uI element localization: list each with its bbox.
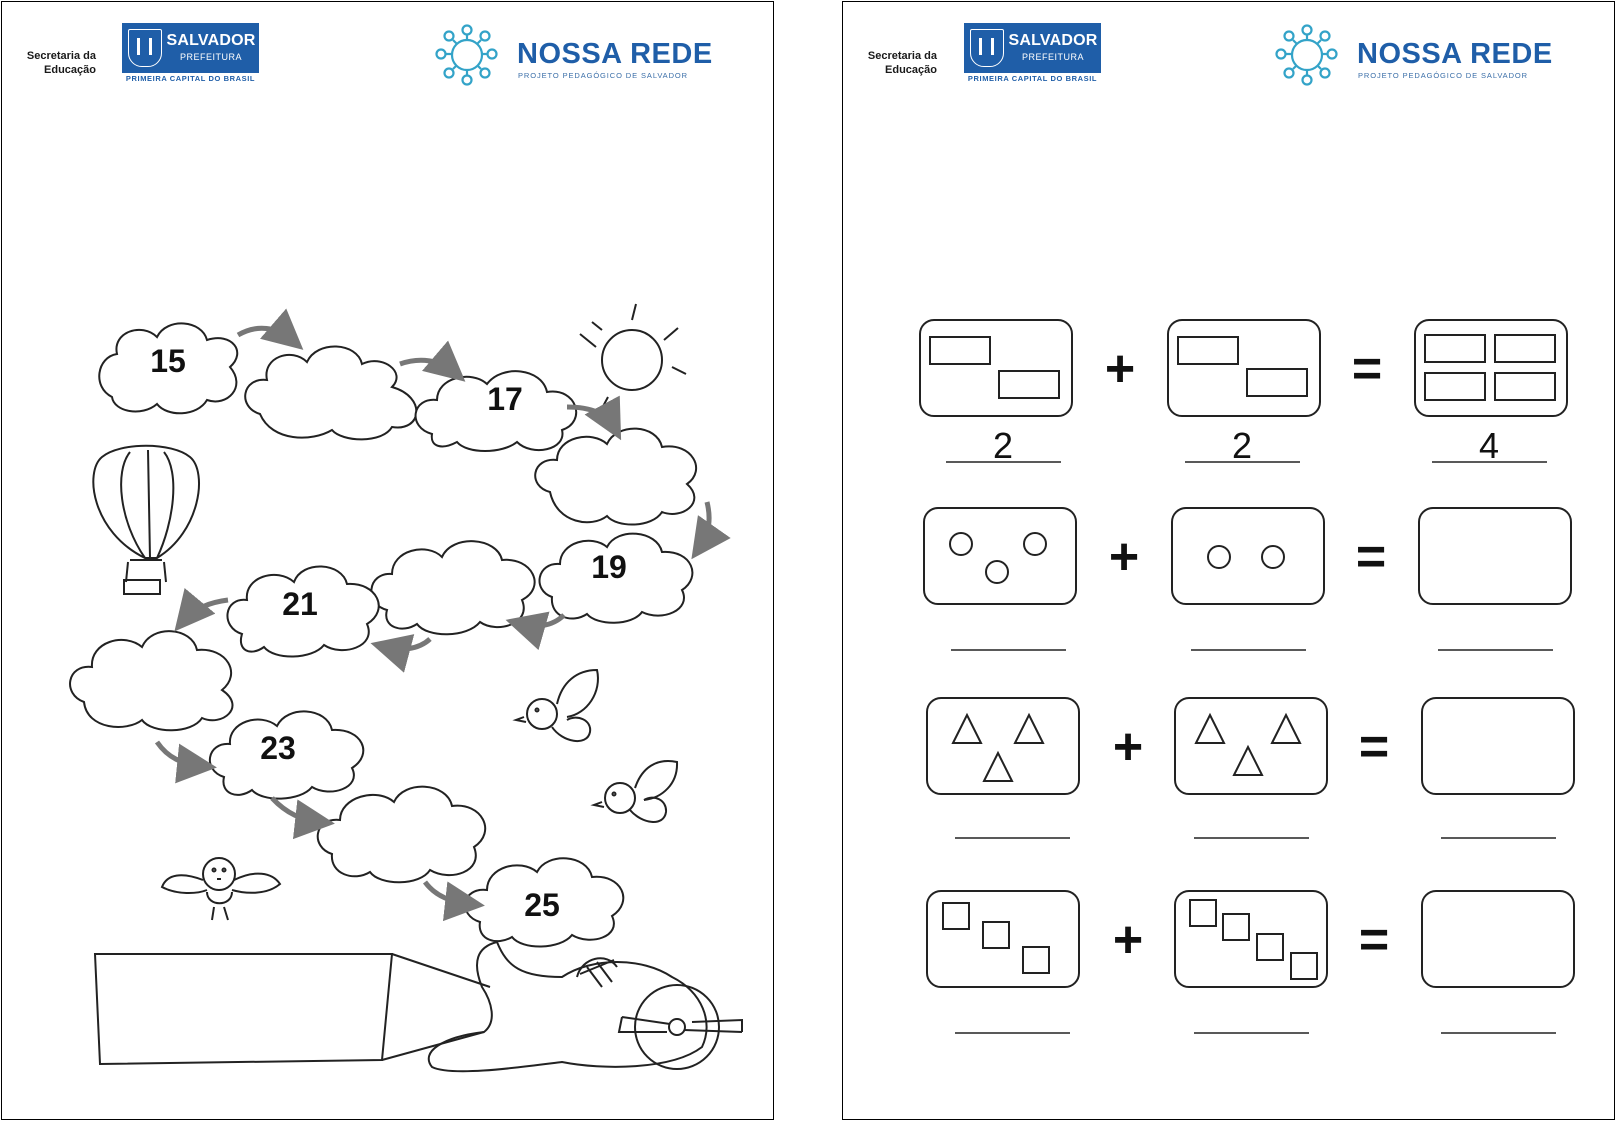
cloud-sequence-illustration: 15 17 19 21 23 25 [2, 2, 775, 1121]
plus-operator: + [1113, 911, 1143, 969]
row4-right-box [1175, 891, 1327, 987]
row4-result-box[interactable] [1422, 891, 1574, 987]
sun-icon [580, 304, 686, 412]
equals-operator: = [1359, 718, 1389, 776]
square-shape-icon [1257, 934, 1283, 960]
rectangle-shape-icon [1178, 337, 1238, 364]
circle-shape-icon [950, 533, 972, 555]
row3-result-box[interactable] [1422, 698, 1574, 794]
equals-operator: = [1359, 911, 1389, 969]
circle-shape-icon [1024, 533, 1046, 555]
circle-shape-icon [1208, 546, 1230, 568]
plus-operator: + [1105, 340, 1135, 398]
answer-row1-left[interactable]: 2 [945, 428, 1061, 464]
bird-icon [516, 670, 598, 741]
cloud-blank-4 [70, 631, 232, 730]
plus-operator: + [1109, 528, 1139, 586]
worksheet-page-sequence: Secretaria da Educação SALVADOR PREFEITU… [1, 1, 774, 1120]
rectangle-shape-icon [1425, 335, 1485, 362]
triangle-shape-icon [1015, 715, 1043, 743]
cloud-number-15: 15 [150, 343, 186, 379]
cloud-number-21: 21 [282, 586, 318, 622]
triangle-shape-icon [1196, 715, 1224, 743]
square-shape-icon [983, 922, 1009, 948]
triangle-shape-icon [984, 753, 1012, 781]
addition-exercises: + = + = + = + = [843, 2, 1616, 1121]
rectangle-shape-icon [1425, 373, 1485, 400]
row3-right-box [1175, 698, 1327, 794]
answer-row1-right[interactable]: 2 [1184, 428, 1300, 464]
circle-shape-icon [986, 561, 1008, 583]
triangle-shape-icon [953, 715, 981, 743]
equals-operator: = [1356, 528, 1386, 586]
square-shape-icon [1190, 900, 1216, 926]
cloud-blank-5 [318, 787, 485, 883]
row3-left-box [927, 698, 1079, 794]
row1-left-box [920, 320, 1072, 416]
hot-air-balloon-icon [93, 446, 199, 594]
cloud-number-23: 23 [260, 730, 296, 766]
row4-left-box [927, 891, 1079, 987]
rectangle-shape-icon [930, 337, 990, 364]
row2-right-box [1172, 508, 1324, 604]
rectangle-shape-icon [1495, 373, 1555, 400]
row2-result-box[interactable] [1419, 508, 1571, 604]
plus-operator: + [1113, 718, 1143, 776]
square-shape-icon [943, 903, 969, 929]
square-shape-icon [1291, 953, 1317, 979]
square-shape-icon [1023, 947, 1049, 973]
triangle-shape-icon [1234, 747, 1262, 775]
banner-icon [95, 954, 392, 1064]
cloud-number-25: 25 [524, 887, 560, 923]
rectangle-shape-icon [999, 371, 1059, 398]
cloud-number-17: 17 [487, 381, 523, 417]
square-shape-icon [1223, 914, 1249, 940]
worksheet-page-addition: Secretaria da Educação SALVADOR PREFEITU… [842, 1, 1615, 1120]
triangle-shape-icon [1272, 715, 1300, 743]
row2-left-box [924, 508, 1076, 604]
equals-operator: = [1352, 340, 1382, 398]
circle-shape-icon [1262, 546, 1284, 568]
answer-row1-result[interactable]: 4 [1431, 428, 1547, 464]
airplane-banner-illustration [95, 942, 742, 1071]
cloud-blank-3 [371, 541, 534, 634]
rectangle-shape-icon [1247, 369, 1307, 396]
cloud-blank-1 [245, 346, 416, 439]
rectangle-shape-icon [1495, 335, 1555, 362]
bird-icon [162, 858, 280, 920]
cloud-number-19: 19 [591, 549, 627, 585]
bird-icon [594, 761, 677, 822]
